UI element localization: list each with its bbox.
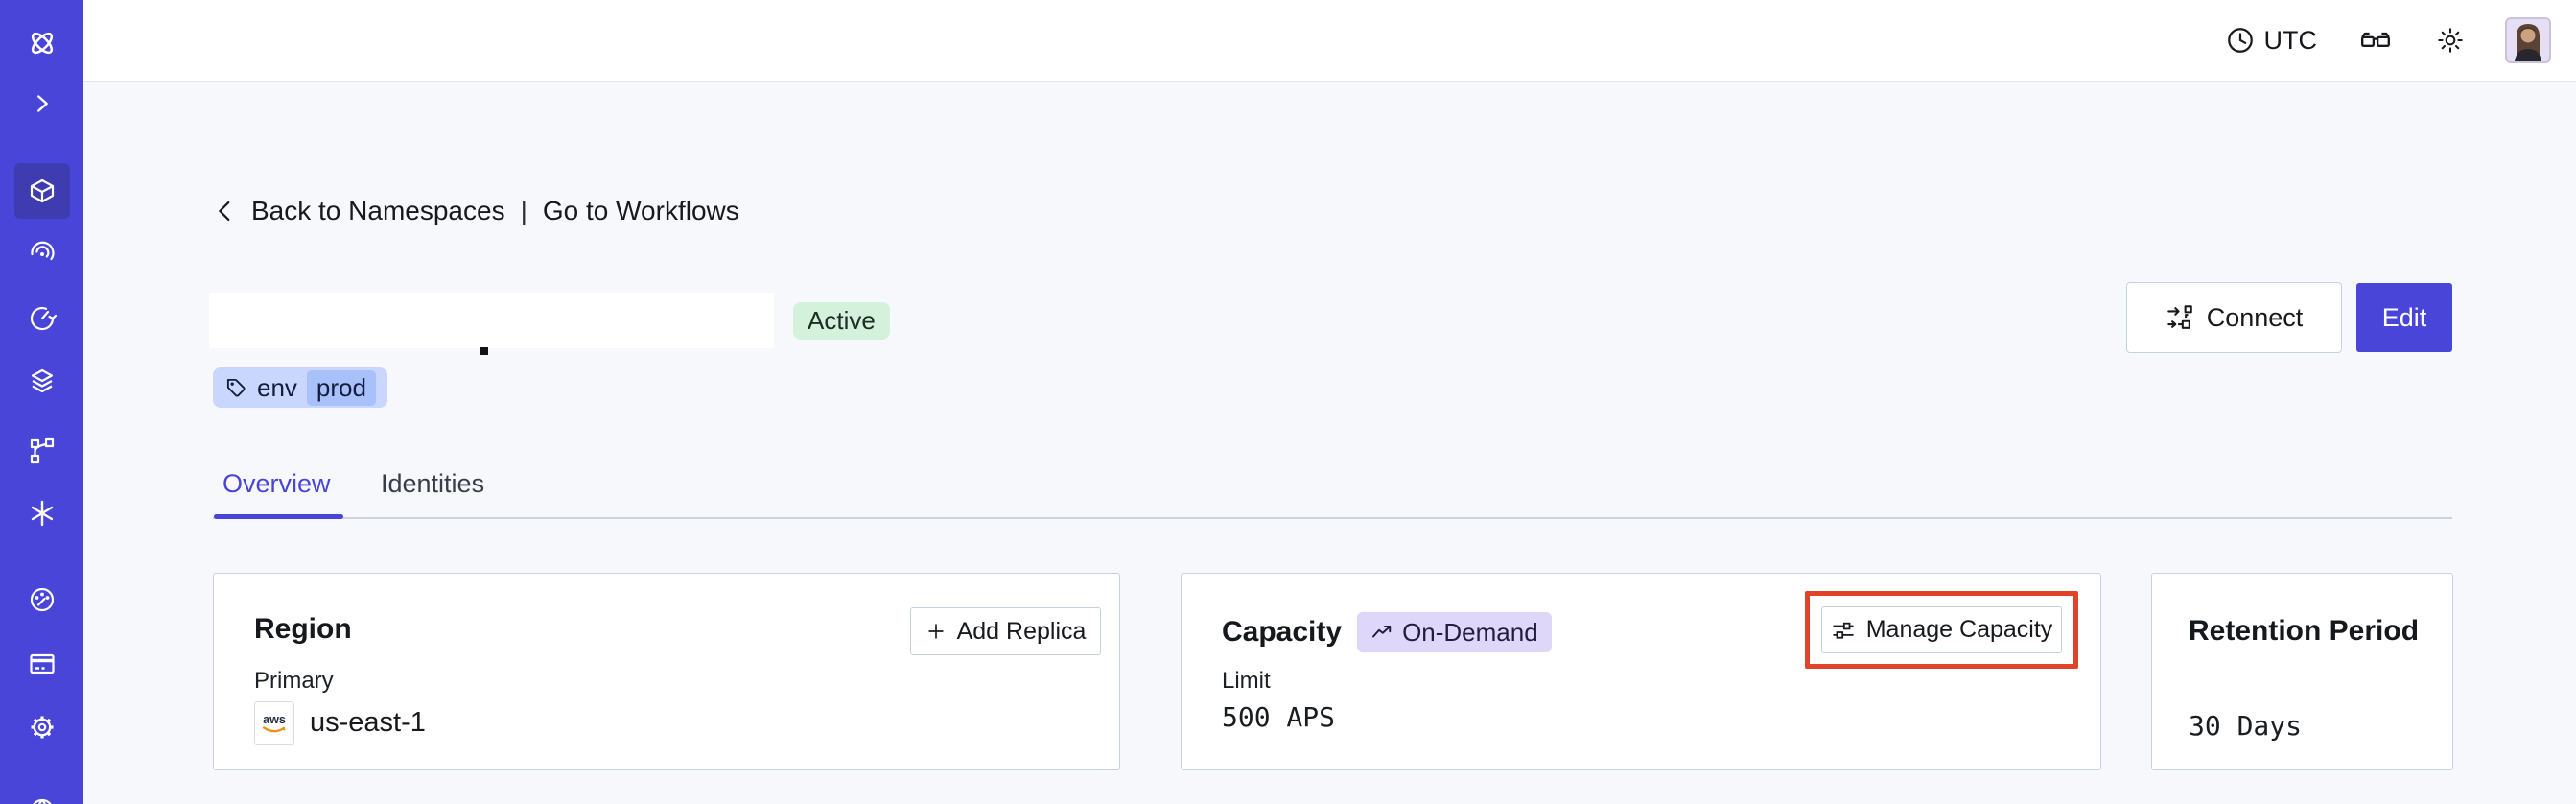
aws-logo: aws <box>254 701 294 745</box>
redaction-artifact <box>480 347 488 355</box>
expand-sidebar-chevron-icon[interactable] <box>14 76 70 131</box>
layers-icon <box>31 368 54 393</box>
tag-icon <box>225 377 247 399</box>
retention-card: Retention Period 30 Days <box>2151 573 2453 770</box>
breadcrumb-back-link[interactable]: Back to Namespaces <box>251 196 505 225</box>
timezone-selector[interactable]: UTC <box>2226 25 2318 56</box>
region-card: Region Add Replica Primary aws us-east-1 <box>213 573 1120 770</box>
sidebar <box>0 0 83 804</box>
gauge-icon <box>30 587 55 612</box>
edit-button[interactable]: Edit <box>2356 283 2452 352</box>
primary-label: Primary <box>254 668 334 694</box>
sidebar-item-schedules[interactable] <box>14 291 70 346</box>
sidebar-item-settings[interactable] <box>14 699 70 755</box>
tag-value: prod <box>306 369 376 406</box>
spiral-icon <box>31 241 55 261</box>
breadcrumb: Back to Namespaces | Go to Workflows <box>213 196 739 226</box>
svg-text:aws: aws <box>263 713 286 726</box>
active-tab-underline <box>214 514 343 519</box>
topbar: UTC <box>83 0 2576 82</box>
connect-button-label: Connect <box>2206 302 2304 332</box>
region-value: us-east-1 <box>310 707 426 738</box>
add-replica-button[interactable]: Add Replica <box>910 607 1101 655</box>
manage-capacity-button[interactable]: Manage Capacity <box>1821 606 2062 653</box>
asterisk-icon <box>31 500 54 527</box>
plus-icon <box>925 621 947 642</box>
namespace-tag[interactable]: env prod <box>213 367 387 408</box>
clock-icon <box>2226 26 2255 55</box>
sidebar-item-nexus[interactable] <box>14 485 70 541</box>
clock-arrow-icon <box>30 307 58 331</box>
breadcrumb-separator: | <box>520 196 527 225</box>
retention-card-title: Retention Period <box>2189 615 2420 647</box>
capacity-value: 500 APS <box>1222 701 1336 733</box>
manage-capacity-highlight: Manage Capacity <box>1805 591 2078 669</box>
globe-icon <box>33 798 52 804</box>
tab-overview[interactable]: Overview <box>222 469 331 498</box>
brightness-icon[interactable] <box>2436 26 2465 55</box>
retention-value: 30 Days <box>2189 710 2303 742</box>
temporal-logo-icon[interactable] <box>14 15 70 71</box>
ondemand-badge-label: On-Demand <box>1402 617 1538 647</box>
chevron-left-icon[interactable] <box>213 199 238 224</box>
sidebar-item-usage[interactable] <box>14 572 70 627</box>
tab-identities[interactable]: Identities <box>381 469 485 498</box>
gear-icon <box>31 716 54 739</box>
status-badge: Active <box>793 302 890 340</box>
capacity-card: Capacity On-Demand Manage Capacity Limit… <box>1181 573 2101 770</box>
trending-up-icon <box>1370 621 1393 644</box>
connect-icon <box>2166 303 2194 332</box>
manage-capacity-label: Manage Capacity <box>1865 616 2053 643</box>
branch-icon <box>30 437 55 464</box>
avatar[interactable] <box>2505 17 2551 63</box>
breadcrumb-workflows-link[interactable]: Go to Workflows <box>542 196 739 225</box>
cube-icon <box>30 178 55 203</box>
sidebar-item-batch-operations[interactable] <box>14 423 70 479</box>
add-replica-label: Add Replica <box>956 617 1087 645</box>
sidebar-item-namespaces[interactable] <box>14 163 70 219</box>
region-card-title: Region <box>254 613 352 645</box>
sidebar-item-billing[interactable] <box>14 636 70 692</box>
sidebar-item-deployments[interactable] <box>14 354 70 410</box>
namespace-name-redacted <box>209 293 774 348</box>
timezone-label: UTC <box>2263 25 2318 55</box>
sidebar-item-workflows[interactable] <box>14 226 70 282</box>
sliders-icon <box>1831 618 1856 643</box>
tag-key: env <box>257 372 297 402</box>
credit-card-icon <box>30 653 55 674</box>
sidebar-item-account[interactable] <box>14 783 70 804</box>
connect-button[interactable]: Connect <box>2126 282 2342 353</box>
ondemand-badge: On-Demand <box>1357 612 1552 652</box>
glasses-icon[interactable] <box>2359 24 2392 57</box>
limit-label: Limit <box>1222 668 1271 694</box>
capacity-card-title: Capacity <box>1222 616 1343 648</box>
tabs-border <box>213 517 2452 519</box>
